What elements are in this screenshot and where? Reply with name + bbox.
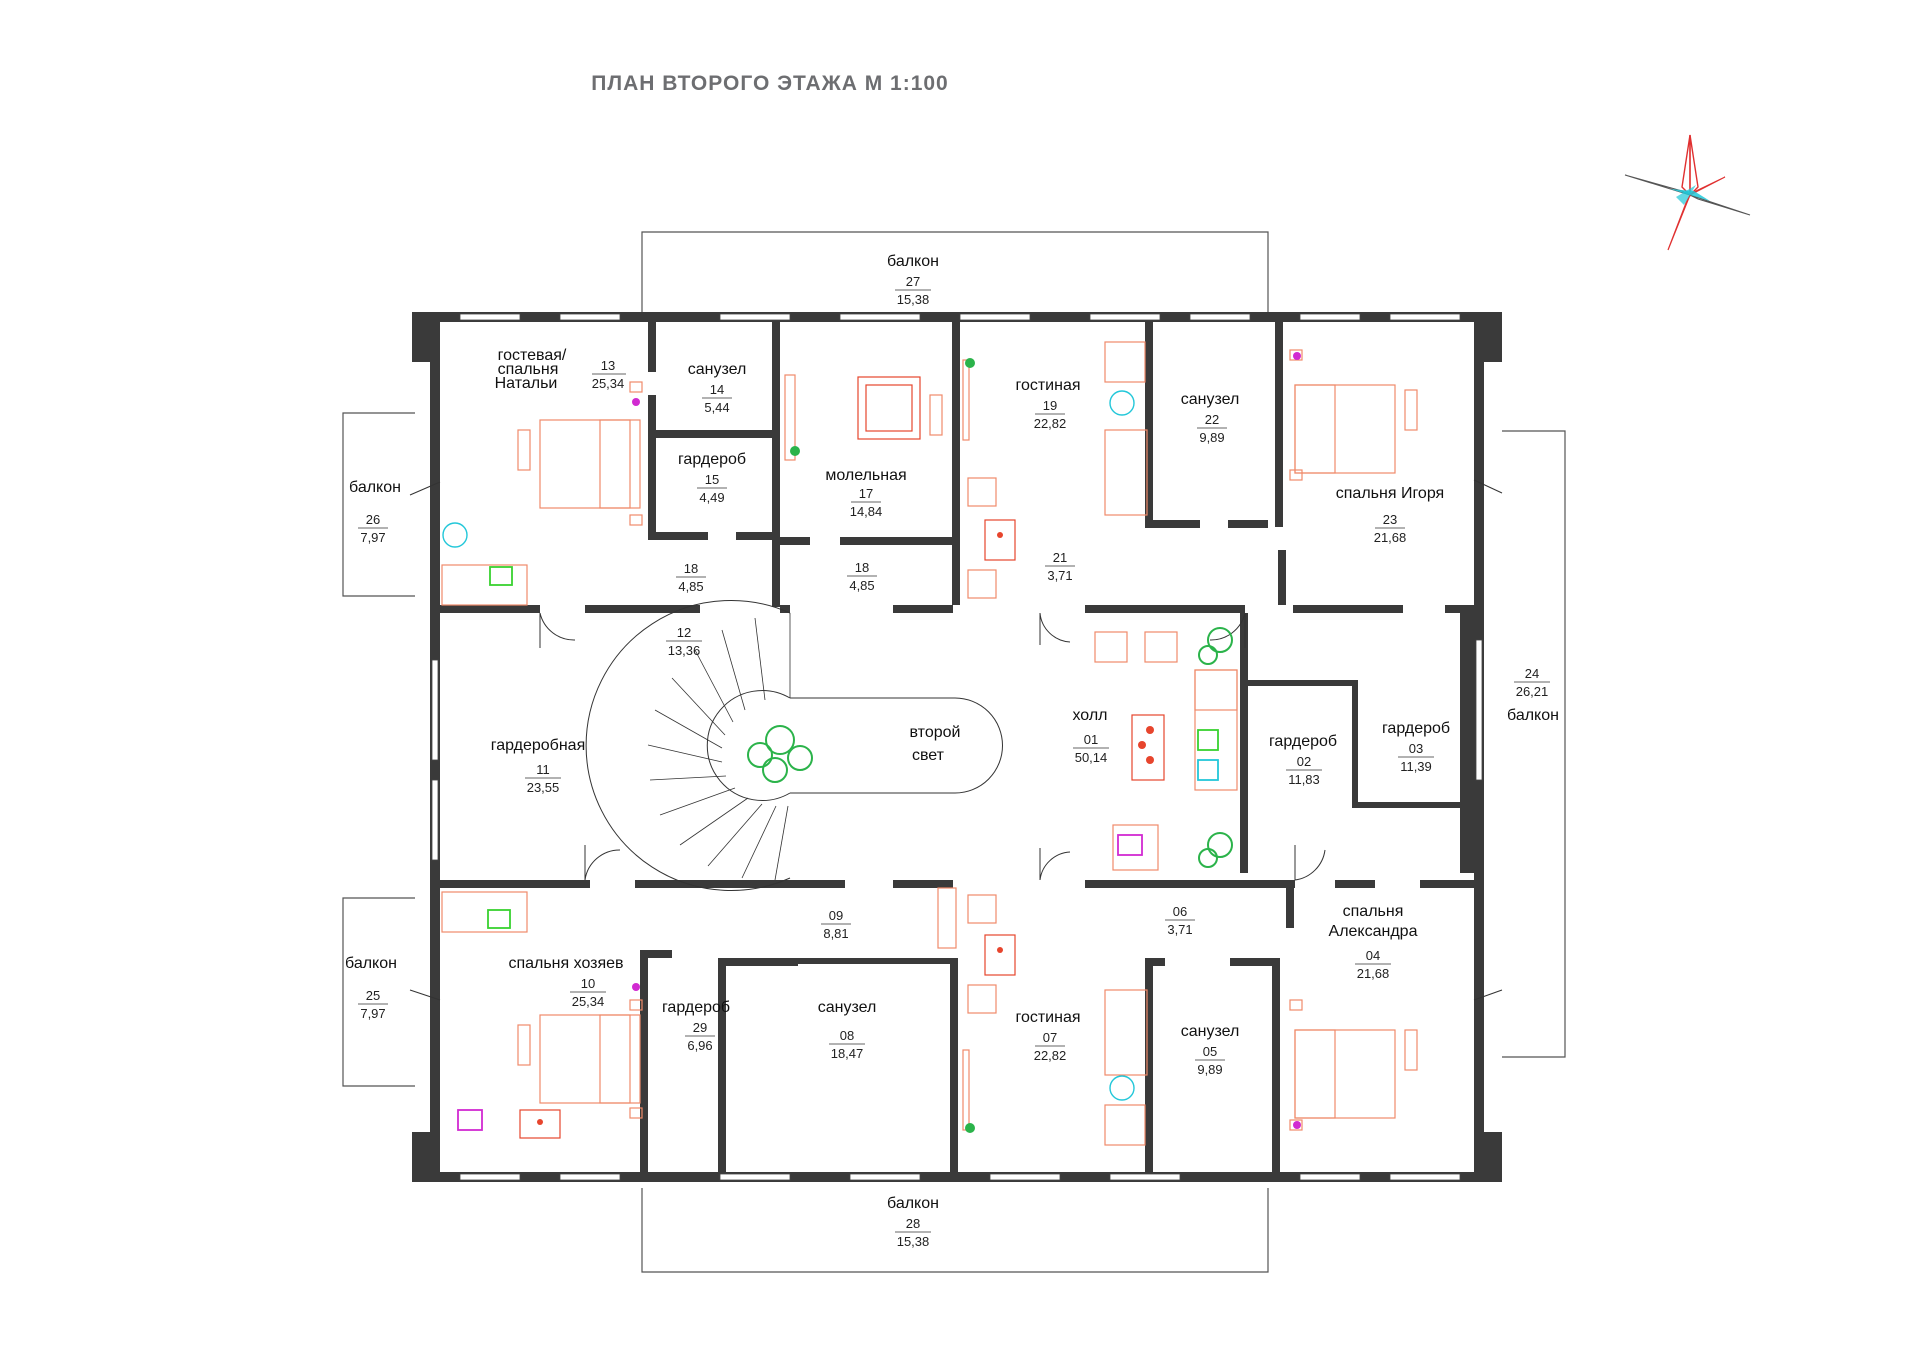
room-number-27: 27: [906, 274, 920, 289]
room-number-10: 10: [581, 976, 595, 991]
staircase-icon: [585, 600, 1003, 891]
bed-icon: [517, 384, 1418, 1119]
room-area-15: 4,49: [699, 490, 724, 505]
room-name-24: балкон: [1507, 707, 1559, 724]
room-number-14: 14: [710, 382, 724, 397]
room-number-09: 09: [829, 908, 843, 923]
room-number-24: 24: [1525, 666, 1539, 681]
room-number-25: 25: [366, 988, 380, 1003]
room-area-12: 13,36: [668, 643, 701, 658]
room-name-13b: спальня: [498, 361, 559, 378]
room-area-09: 8,81: [823, 926, 848, 941]
room-name-03: гардероб: [1382, 720, 1450, 737]
room-name-15: гардероб: [678, 451, 746, 468]
room-area-16: 4,85: [678, 579, 703, 594]
room-area-08: 18,47: [831, 1046, 864, 1061]
room-name-01: холл: [1072, 707, 1107, 724]
room-number-23: 23: [1383, 512, 1397, 527]
door-swings: [409, 479, 1503, 1001]
room-name-04b: Александра: [1329, 923, 1418, 940]
room-name-17: молельная: [825, 467, 906, 484]
room-name-28: балкон: [887, 1195, 939, 1212]
room-area-28: 15,38: [897, 1234, 930, 1249]
interior-walls: [440, 322, 1474, 1172]
room-name-19: гостиная: [1015, 377, 1080, 394]
room-area-14: 5,44: [704, 400, 729, 415]
room-name-02: гардероб: [1269, 733, 1337, 750]
room-number-02: 02: [1297, 754, 1311, 769]
second-light-line2: свет: [912, 747, 945, 764]
room-area-22: 9,89: [1199, 430, 1224, 445]
room-area-06: 3,71: [1167, 922, 1192, 937]
room-number-07: 07: [1043, 1030, 1057, 1045]
room-number-11: 11: [536, 762, 550, 777]
plan-title: ПЛАН ВТОРОГО ЭТАЖА М 1:100: [591, 72, 949, 95]
room-area-27: 15,38: [897, 292, 930, 307]
balcony-outlines: [342, 231, 1566, 1273]
room-area-23: 21,68: [1374, 530, 1407, 545]
room-name-04a: спальня: [1343, 903, 1404, 920]
room-area-10: 25,34: [572, 994, 605, 1009]
room-number-16: 18: [684, 561, 698, 576]
room-area-04: 21,68: [1357, 966, 1390, 981]
second-light-line1: второй: [910, 724, 961, 741]
room-number-19: 19: [1043, 398, 1057, 413]
room-area-18: 4,85: [849, 578, 874, 593]
room-number-01: 01: [1084, 732, 1098, 747]
room-area-07: 22,82: [1034, 1048, 1067, 1063]
room-number-28: 28: [906, 1216, 920, 1231]
room-name-08: санузел: [818, 999, 877, 1016]
room-number-26: 26: [366, 512, 380, 527]
room-name-27: балкон: [887, 253, 939, 270]
room-area-29: 6,96: [687, 1038, 712, 1053]
room-area-19: 22,82: [1034, 416, 1067, 431]
room-number-03: 03: [1409, 741, 1423, 756]
room-name-13c: Натальи: [495, 375, 558, 392]
exterior-walls: [412, 312, 1502, 1182]
room-name-25: балкон: [345, 955, 397, 972]
room-area-21: 3,71: [1047, 568, 1072, 583]
plant-icon: [747, 627, 1233, 868]
room-area-11: 23,55: [527, 780, 560, 795]
room-number-22: 22: [1205, 412, 1219, 427]
room-number-29: 29: [693, 1020, 707, 1035]
room-area-03: 11,39: [1400, 759, 1432, 774]
room-number-18: 18: [855, 560, 869, 575]
room-name-29: гардероб: [662, 999, 730, 1016]
room-name-23: спальня Игоря: [1336, 485, 1444, 502]
room-number-15: 15: [705, 472, 719, 487]
room-number-04: 04: [1366, 948, 1380, 963]
room-number-05: 05: [1203, 1044, 1217, 1059]
room-number-12: 12: [677, 625, 691, 640]
room-name-11: гардеробная: [491, 737, 586, 754]
room-name-13a: гостевая/: [498, 347, 567, 364]
table-icon: [519, 349, 1303, 1139]
room-area-24: 26,21: [1516, 684, 1549, 699]
room-area-26: 7,97: [360, 530, 385, 545]
armchair-icon: [967, 477, 1238, 1014]
room-name-26: балкон: [349, 479, 401, 496]
room-name-10: спальня хозяев: [508, 955, 623, 972]
cushion-accents: [442, 352, 1301, 1133]
room-area-01: 50,14: [1075, 750, 1108, 765]
room-number-13: 13: [601, 358, 615, 373]
room-area-02: 11,83: [1288, 772, 1320, 787]
room-area-25: 7,97: [360, 1006, 385, 1021]
room-number-06: 06: [1173, 904, 1187, 919]
room-number-17: 17: [859, 486, 873, 501]
room-number-21: 21: [1053, 550, 1067, 565]
room-name-05: санузел: [1181, 1023, 1240, 1040]
room-area-17: 14,84: [850, 504, 883, 519]
room-name-14: санузел: [688, 361, 747, 378]
room-area-13: 25,34: [592, 376, 625, 391]
room-number-08: 08: [840, 1028, 854, 1043]
room-name-22: санузел: [1181, 391, 1240, 408]
room-name-07: гостиная: [1015, 1009, 1080, 1026]
room-labels: гостевая/ спальня Натальи 13 25,34 сануз…: [345, 253, 1559, 1249]
north-arrow-icon: [1624, 134, 1751, 251]
room-area-05: 9,89: [1197, 1062, 1222, 1077]
